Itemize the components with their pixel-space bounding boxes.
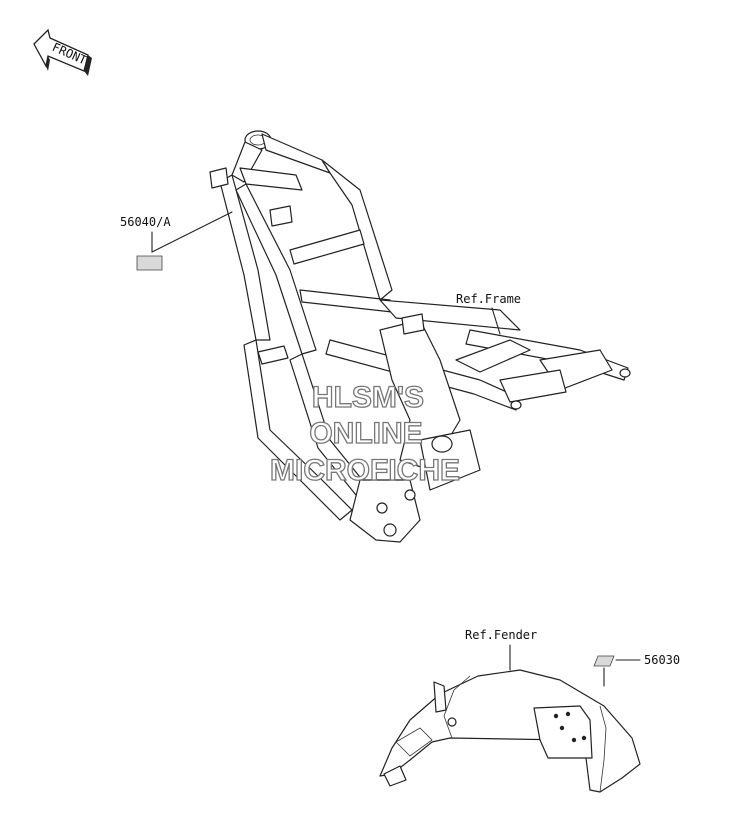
part-label-56040a: 56040/A <box>120 215 171 229</box>
callout-56040a: 56040/A <box>120 211 233 271</box>
callout-56030: 56030 <box>593 653 680 687</box>
watermark-line-3: MICROFICHE <box>270 454 460 487</box>
label-decal-56030 <box>593 655 615 667</box>
frame-drawing <box>209 130 631 543</box>
label-decal-56040a <box>136 255 163 271</box>
watermark: HLSM'S ONLINE MICROFICHE <box>269 380 460 487</box>
ref-fender-label: Ref.Fender <box>465 628 537 642</box>
callout-ref-frame: Ref.Frame <box>456 292 521 335</box>
fender-drawing <box>379 669 641 793</box>
ref-frame-label: Ref.Frame <box>456 292 521 306</box>
front-arrow-icon: FRONT <box>33 28 92 76</box>
callout-ref-fender: Ref.Fender <box>465 628 537 671</box>
watermark-line-2: ONLINE <box>309 417 422 450</box>
watermark-line-1: HLSM'S <box>312 381 424 414</box>
part-label-56030: 56030 <box>644 653 680 667</box>
